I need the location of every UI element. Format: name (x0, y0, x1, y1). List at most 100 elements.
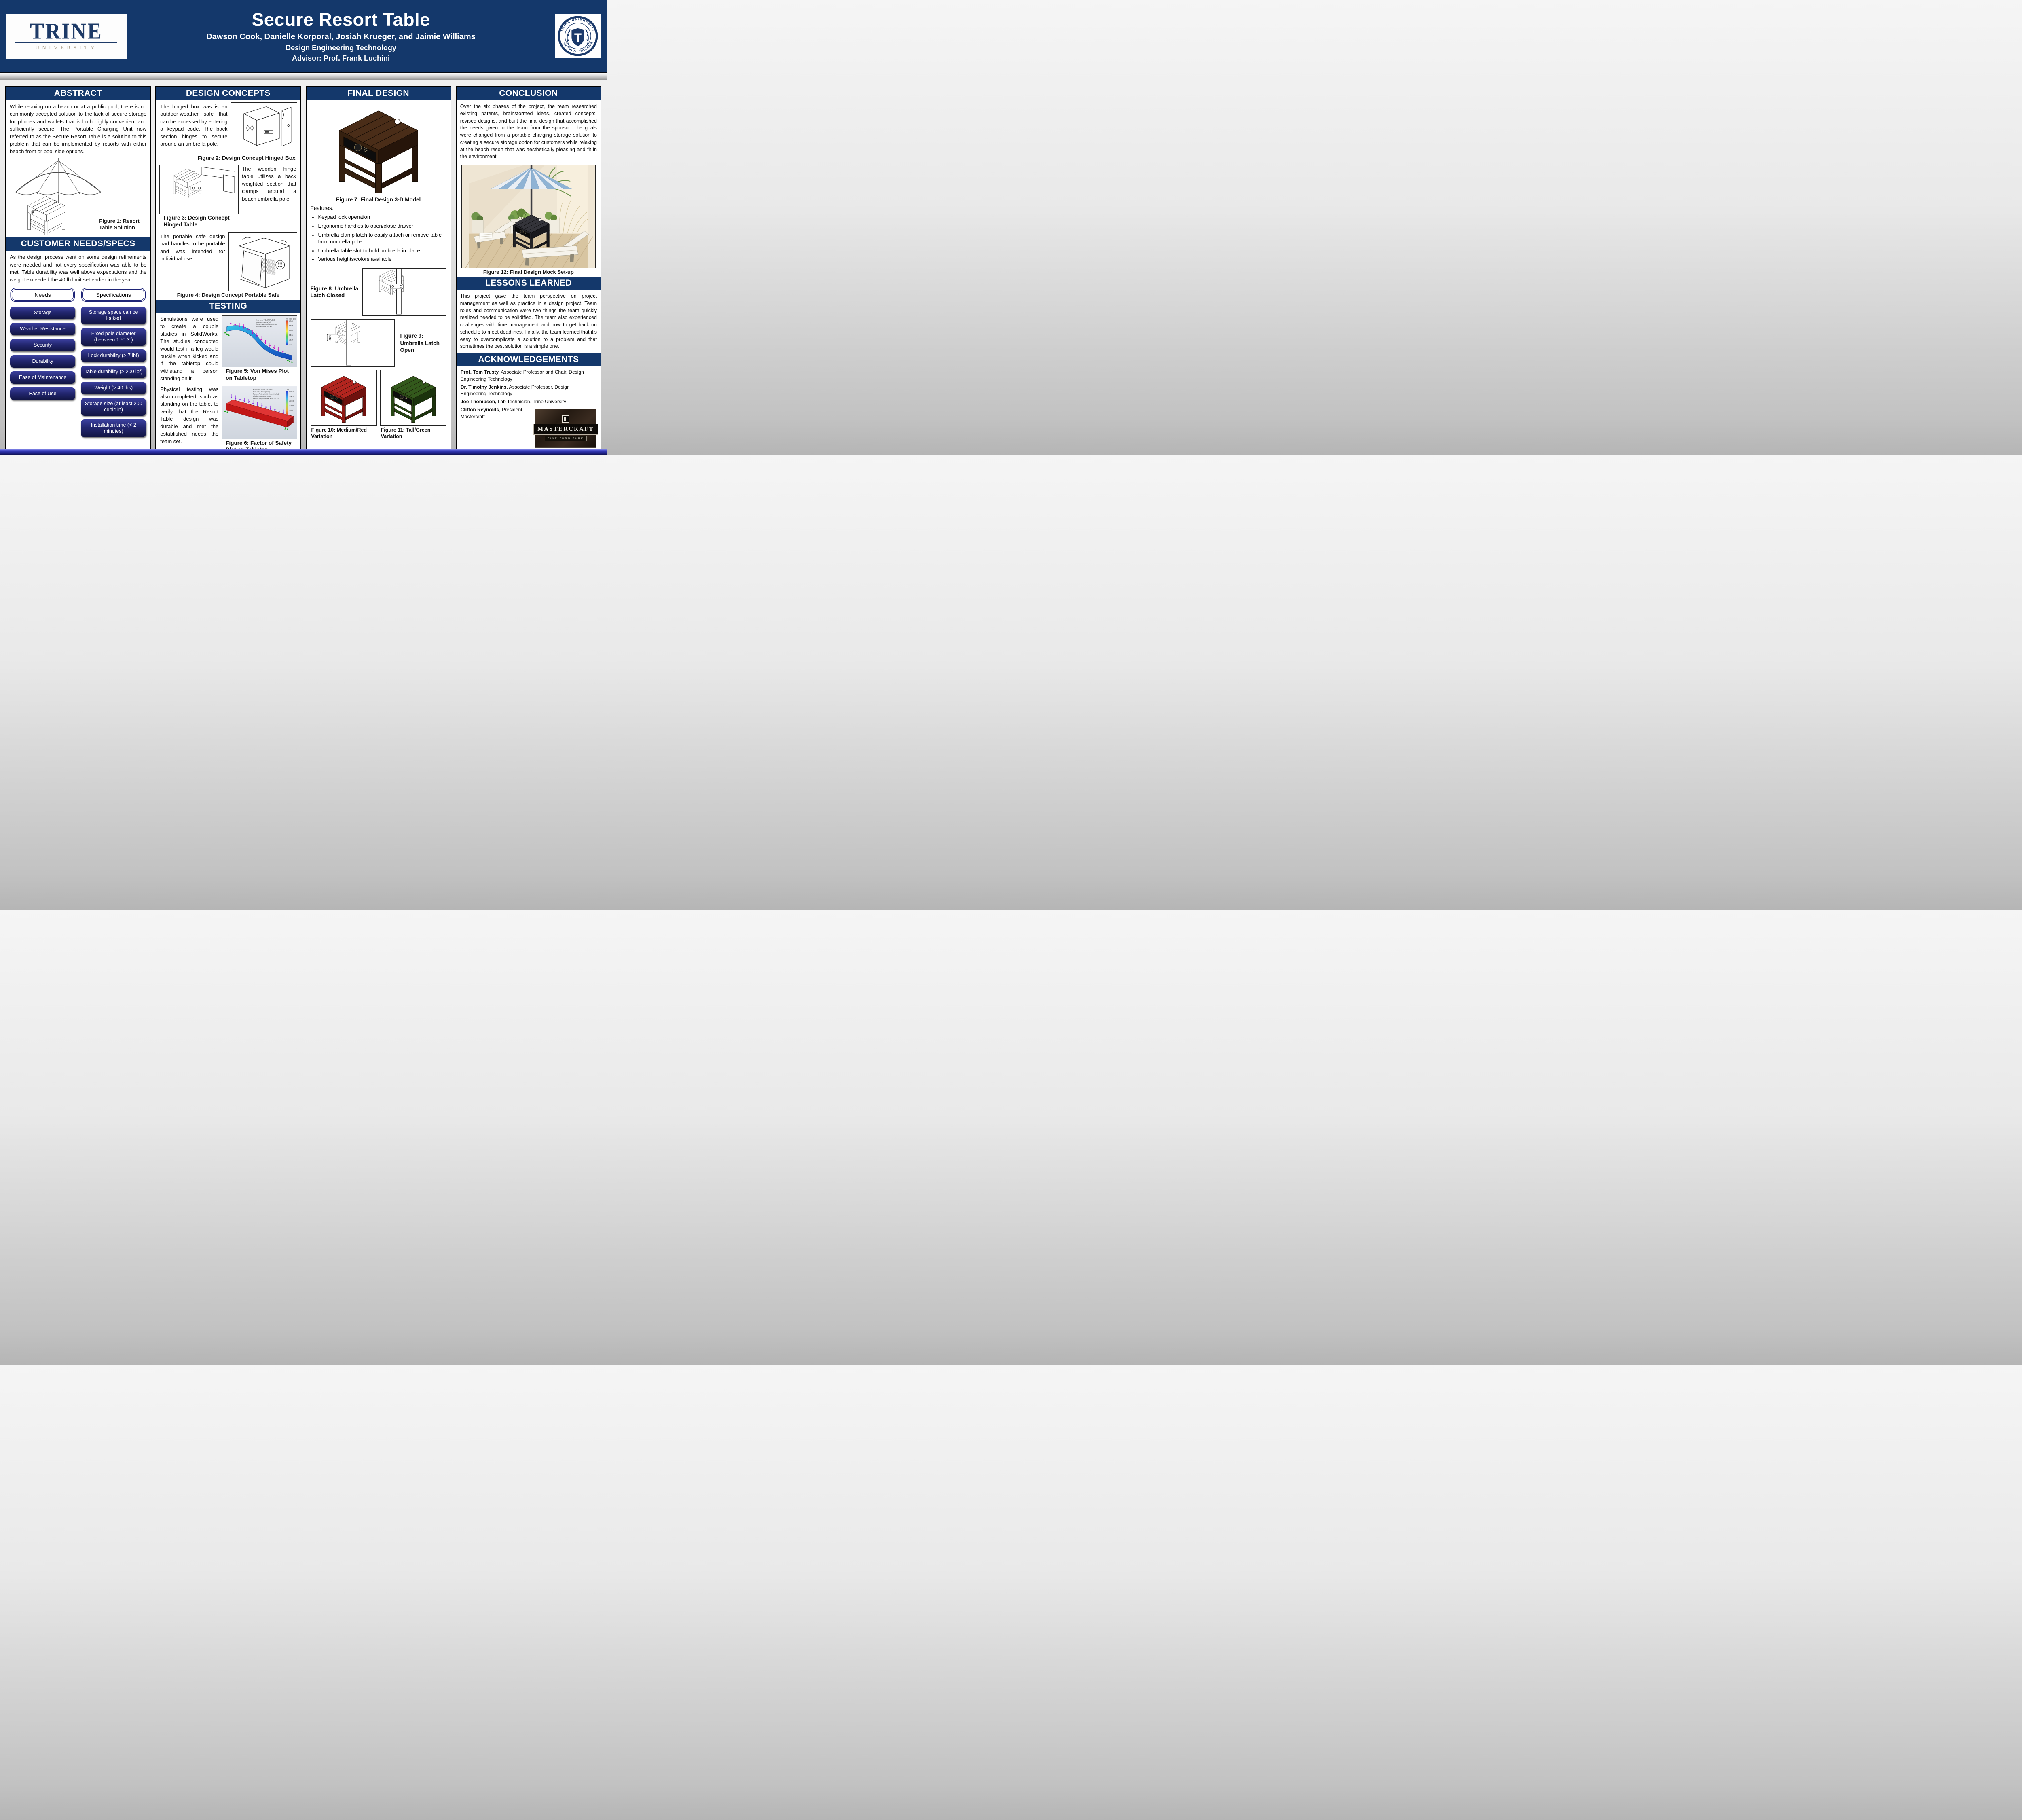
testing-p2: Physical testing was also completed, suc… (160, 386, 219, 444)
ack-entry-role: Lab Technician, Trine University (496, 399, 566, 405)
testing-row-2: Physical testing was also completed, suc… (156, 383, 300, 451)
figure-9-caption: Figure 9: Umbrella Latch Open (400, 333, 440, 353)
design-concepts-p2: The wooden hinge table utilizes a back w… (242, 166, 296, 202)
figure-10-caption: Figure 10: Medium/Red Variation (311, 427, 367, 439)
figure-10-image (310, 370, 377, 426)
feature-item: Keypad lock operation (311, 214, 446, 221)
spec-item: Storage size (at least 200 cubic in) (81, 398, 146, 416)
ack-entry-role: Associate Professor and Chair, Design En… (460, 369, 584, 382)
needs-specs-heading: CUSTOMER NEEDS/SPECS (6, 237, 150, 251)
spec-item: Installation time (< 2 minutes) (81, 419, 146, 437)
figure-11-image (380, 370, 446, 426)
figure-9-row: Figure 9: Umbrella Latch Open (307, 317, 451, 368)
svg-text:von Mises (psi): von Mises (psi) (286, 317, 296, 320)
conclusion-heading: CONCLUSION (456, 87, 601, 100)
acknowledgements-body: Prof. Tom Trusty, Associate Professor an… (457, 366, 601, 450)
svg-text:592.08: 592.08 (289, 330, 293, 331)
acknowledgements-heading: ACKNOWLEDGEMENTS (456, 353, 601, 367)
mastercraft-logo: MASTERCRAFT FINE FURNITURE (533, 409, 598, 448)
figure-3-caption: Figure 3: Design Concept Hinged Table (163, 215, 230, 228)
final-design-heading: FINAL DESIGN (306, 87, 451, 100)
figure-6-caption: Figure 6: Factor of Safety Plot on Table… (226, 440, 292, 451)
conclusion-body: Over the six phases of the project, the … (460, 104, 597, 160)
ack-entry-name: Joe Thompson, (460, 399, 497, 405)
university-seal: TRINE UNIVERSITY ANGOLA, INDIANA T (555, 14, 601, 58)
svg-text:Study name: Static 1(-hole-): Study name: Static 1(-hole-) (256, 321, 273, 323)
svg-text:395.11: 395.11 (289, 334, 293, 336)
needs-column: Needs Storage Weather Resistance Securit… (10, 288, 76, 447)
feature-item: Ergonomic handles to open/close drawer (311, 222, 446, 230)
svg-text:Plot type: Static nodal stress: Plot type: Static nodal stress Stress1 (256, 324, 277, 325)
svg-text:2,760.30: 2,760.30 (289, 391, 294, 392)
figure-8-image (362, 268, 446, 316)
figure-5-image: Model name: TABLE TOP LONG Study name: S… (222, 315, 297, 367)
mastercraft-icon (562, 415, 569, 423)
poster-authors: Dawson Cook, Danielle Korporal, Josiah K… (206, 32, 476, 41)
svg-text:Deformation scale: 31.7607: Deformation scale: 31.7607 (256, 326, 272, 327)
need-item: Ease of Use (10, 387, 76, 400)
figure-7-caption: Figure 7: Final Design 3-D Model (336, 197, 421, 203)
features-label: Features: (310, 205, 334, 211)
feature-item: Umbrella clamp latch to easily attach or… (311, 231, 446, 245)
poster-advisor: Advisor: Prof. Frank Luchini (292, 54, 390, 62)
mastercraft-subtitle: FINE FURNITURE (545, 436, 587, 441)
svg-text:2,208.70: 2,208.70 (289, 396, 294, 397)
trine-logo-sub: UNIVERSITY (35, 44, 97, 51)
figure-11: Figure 11: Tall/Green Variation (380, 370, 446, 441)
need-item: Durability (10, 355, 76, 368)
need-item: Storage (10, 306, 76, 319)
svg-text:780.04: 780.04 (289, 325, 293, 326)
svg-text:553.90: 553.90 (289, 410, 293, 411)
poster-department: Design Engineering Technology (286, 44, 396, 52)
features-list: Keypad lock operation Ergonomic handles … (307, 211, 451, 267)
svg-text:Factor of safety distribution:: Factor of safety distribution: Min FOS =… (253, 397, 279, 399)
spec-item: Lock durability (> 7 lbf) (81, 349, 146, 362)
lessons-heading: LESSONS LEARNED (456, 277, 601, 290)
design-concepts-p1: The hinged box was is an outdoor-weather… (160, 104, 228, 147)
svg-text:Model name: TABLE TOP LONG: Model name: TABLE TOP LONG (253, 389, 273, 390)
svg-text:1,657.10: 1,657.10 (289, 400, 294, 402)
figure-5-caption: Figure 5: Von Mises Plot on Tabletop (226, 368, 289, 381)
section-abstract-needs: ABSTRACT While relaxing on a beach or at… (5, 86, 151, 451)
spec-item: Table durability (> 200 lbf) (81, 365, 146, 378)
feature-item: Various heights/colors available (311, 256, 446, 263)
svg-text:T: T (574, 31, 582, 44)
svg-text:Model name: TABLE TOP LONG: Model name: TABLE TOP LONG (256, 319, 275, 321)
design-concepts-row-2: Figure 3: Design Concept Hinged Table Th… (156, 163, 300, 230)
poster-columns: ABSTRACT While relaxing on a beach or at… (0, 86, 607, 451)
ack-entry-name: Clifton Reynolds, (460, 407, 501, 413)
bottom-blue-bar (0, 449, 607, 455)
need-item: Weather Resistance (10, 322, 76, 335)
needs-specs-table: Needs Storage Weather Resistance Securit… (6, 286, 150, 450)
svg-text:FOS: FOS (286, 388, 289, 390)
lessons-body: This project gave the team perspective o… (460, 293, 597, 349)
svg-text:1,105.50: 1,105.50 (289, 405, 294, 406)
figure-1-sketch (15, 158, 101, 235)
design-concepts-row-1: The hinged box was is an outdoor-weather… (156, 100, 300, 154)
figure-7 (307, 100, 451, 196)
figure-11-caption: Figure 11: Tall/Green Variation (381, 427, 431, 439)
figure-6-image: Model name: TABLE TOP LONG Study name: S… (222, 385, 297, 439)
poster-title: Secure Resort Table (252, 9, 430, 30)
ack-entry-name: Prof. Tom Trusty, (460, 369, 500, 375)
svg-text:2.30: 2.30 (289, 414, 291, 416)
spec-item: Fixed pole diameter (between 1.5”-3”) (81, 328, 146, 346)
ack-entry: Joe Thompson, Lab Technician, Trine Univ… (461, 398, 596, 405)
testing-row-1: Simulations were used to create a couple… (156, 313, 300, 383)
needs-specs-body: As the design process went on some desig… (10, 254, 147, 283)
figure-4-caption: Figure 4: Design Concept Portable Safe (177, 292, 280, 298)
svg-text:986.01: 986.01 (289, 320, 293, 322)
poster-header: TRINE UNIVERSITY Secure Resort Table Daw… (0, 0, 607, 73)
testing-p1: Simulations were used to create a couple… (160, 315, 219, 382)
spec-item: Weight (> 40 lbs) (81, 381, 146, 394)
spec-item: Storage space can be locked (81, 306, 146, 324)
figure-2-caption: Figure 2: Design Concept Hinged Box (197, 155, 296, 161)
testing-heading: TESTING (156, 299, 300, 313)
svg-text:Plot type: Factor of Safety Fa: Plot type: Factor of Safety Factor of Sa… (253, 393, 279, 395)
figure-12-image (461, 165, 596, 269)
header-text-block: Secure Resort Table Dawson Cook, Daniell… (127, 9, 555, 63)
trine-logo-rule (15, 42, 117, 43)
trine-logo: TRINE UNIVERSITY (6, 14, 127, 59)
ack-entry: Dr. Timothy Jenkins, Associate Professor… (461, 384, 596, 398)
university-seal-icon: TRINE UNIVERSITY ANGOLA, INDIANA T (558, 16, 598, 56)
